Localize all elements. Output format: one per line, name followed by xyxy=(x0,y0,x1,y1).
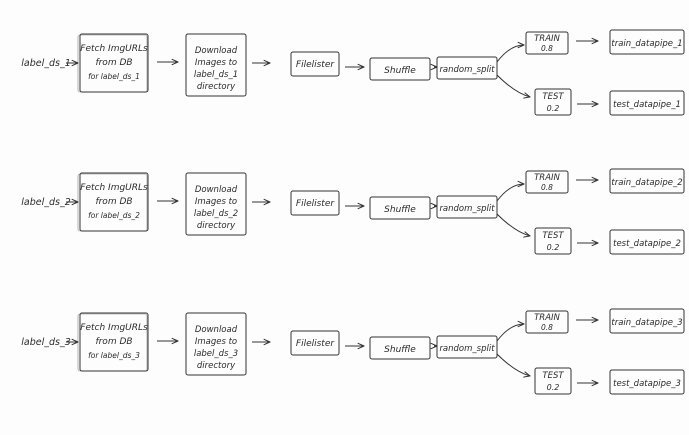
test-output-label: test_datapipe_2 xyxy=(613,239,681,249)
split-box xyxy=(436,56,498,80)
test-ratio: 0.2 xyxy=(547,383,560,392)
download-line-2: Images to xyxy=(195,58,237,68)
source-label: label_ds_1 xyxy=(21,58,71,69)
train-box xyxy=(525,31,569,55)
fetch-line-2: from DB xyxy=(95,337,132,347)
test-output-box xyxy=(609,90,685,116)
test-label: TEST xyxy=(542,231,564,241)
download-box xyxy=(185,312,247,376)
test-box xyxy=(534,88,572,116)
test-label: TEST xyxy=(542,92,564,102)
train-box xyxy=(525,170,569,194)
train-ratio: 0.8 xyxy=(541,323,553,332)
arrow-split-to-test xyxy=(496,74,530,97)
pipeline-row-1: label_ds_1 Fetch ImgURLs from DB for label_… xyxy=(21,29,685,116)
shuffle-label: Shuffle xyxy=(384,345,416,355)
split-label: random_split xyxy=(439,65,495,75)
source-label: label_ds_3 xyxy=(21,337,71,348)
arrow-split-to-train xyxy=(496,184,524,202)
fetch-box-shadow xyxy=(77,34,148,93)
download-line-4: directory xyxy=(197,221,236,231)
train-output-label: train_datapipe_1 xyxy=(611,39,682,49)
arrow-split-to-test xyxy=(496,353,530,376)
download-line-3: label_ds_1 xyxy=(194,70,238,80)
source-label: label_ds_2 xyxy=(21,197,71,208)
filelister-box xyxy=(290,190,340,216)
train-output-box xyxy=(609,168,685,194)
train-ratio: 0.8 xyxy=(541,44,553,53)
download-line-2: Images to xyxy=(195,197,237,207)
train-box xyxy=(525,310,569,334)
train-label: TRAIN xyxy=(534,313,560,323)
test-output-box xyxy=(609,229,685,255)
filelister-label: Filelister xyxy=(296,199,335,209)
train-ratio: 0.8 xyxy=(541,183,553,192)
fetch-box-shadow xyxy=(77,173,148,232)
train-output-label: train_datapipe_2 xyxy=(611,178,682,188)
fetch-line-3: for label_ds_3 xyxy=(88,351,140,360)
train-output-box xyxy=(609,29,685,55)
test-box xyxy=(534,227,572,255)
download-box xyxy=(185,172,247,236)
download-box xyxy=(185,33,247,97)
fetch-box-shadow xyxy=(77,313,148,372)
fetch-line-3: for label_ds_1 xyxy=(88,72,140,81)
train-output-label: train_datapipe_3 xyxy=(611,318,682,328)
test-label: TEST xyxy=(542,371,564,381)
fetch-line-1: Fetch ImgURLs xyxy=(80,183,148,193)
filelister-box xyxy=(290,330,340,356)
test-output-label: test_datapipe_1 xyxy=(613,100,681,110)
download-line-3: label_ds_3 xyxy=(194,349,238,359)
shuffle-label: Shuffle xyxy=(384,66,416,76)
pipeline-row-2: label_ds_2 Fetch ImgURLs from DB for label_… xyxy=(21,168,685,255)
split-box xyxy=(436,195,498,219)
download-line-1: Download xyxy=(195,185,238,195)
download-line-3: label_ds_2 xyxy=(194,209,238,219)
pipeline-row-3: label_ds_3 Fetch ImgURLs from DB for label_… xyxy=(21,308,685,395)
train-output-box xyxy=(609,308,685,334)
split-box xyxy=(436,335,498,359)
test-box xyxy=(534,367,572,395)
fetch-line-1: Fetch ImgURLs xyxy=(80,323,148,333)
shuffle-box xyxy=(369,336,431,360)
arrow-split-to-train xyxy=(496,45,524,63)
split-label: random_split xyxy=(439,344,495,354)
fetch-line-1: Fetch ImgURLs xyxy=(80,44,148,54)
train-label: TRAIN xyxy=(534,34,560,44)
fetch-line-2: from DB xyxy=(95,58,132,68)
train-label: TRAIN xyxy=(534,173,560,183)
test-ratio: 0.2 xyxy=(547,243,560,252)
test-output-box xyxy=(609,369,685,395)
split-label: random_split xyxy=(439,204,495,214)
shuffle-box xyxy=(369,196,431,220)
download-line-4: directory xyxy=(197,82,236,92)
download-line-4: directory xyxy=(197,361,236,371)
shuffle-box xyxy=(369,57,431,81)
filelister-box xyxy=(290,51,340,77)
arrow-split-to-train xyxy=(496,324,524,342)
download-line-1: Download xyxy=(195,46,238,56)
test-ratio: 0.2 xyxy=(547,104,560,113)
download-line-1: Download xyxy=(195,325,238,335)
test-output-label: test_datapipe_3 xyxy=(613,379,681,389)
fetch-line-3: for label_ds_2 xyxy=(88,211,140,220)
shuffle-label: Shuffle xyxy=(384,205,416,215)
filelister-label: Filelister xyxy=(296,60,335,70)
download-line-2: Images to xyxy=(195,337,237,347)
arrow-split-to-test xyxy=(496,213,530,236)
fetch-line-2: from DB xyxy=(95,197,132,207)
filelister-label: Filelister xyxy=(296,339,335,349)
